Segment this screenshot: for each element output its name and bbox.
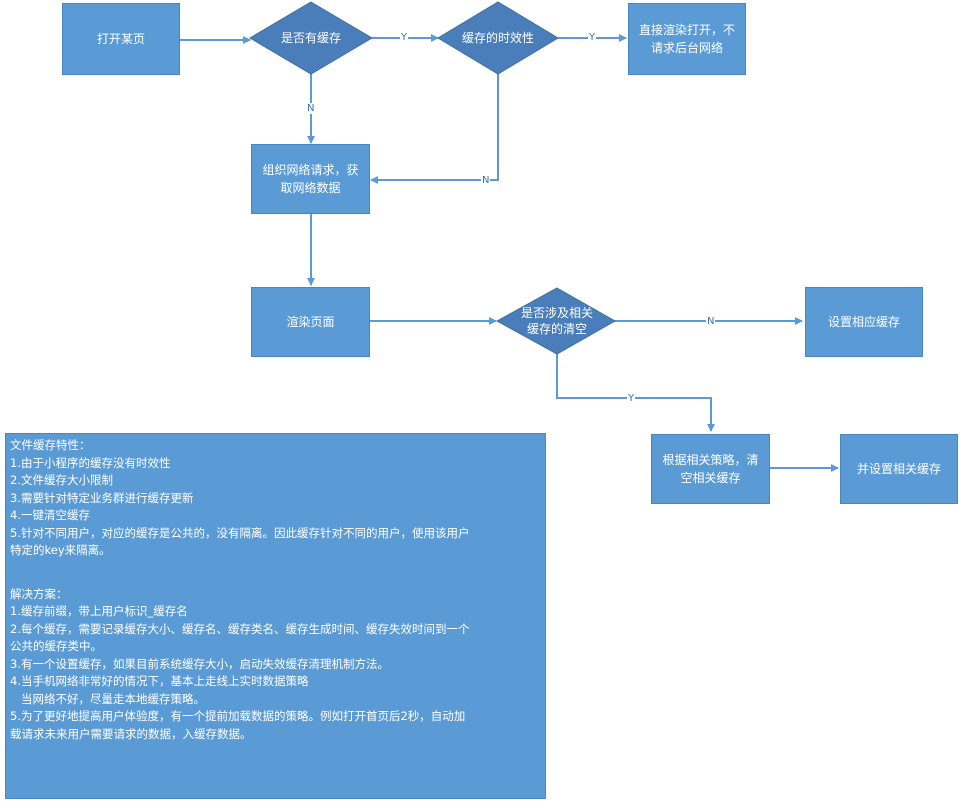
node-render-direct-label: 直接渲染打开，不 请求后台网络 [639, 21, 735, 57]
edge-valid-to-network [370, 73, 499, 184]
notes-panel: 文件缓存特性： 1.由于小程序的缓存没有时效性 2.文件缓存大小限制 3.需要针… [5, 433, 546, 799]
edge-label-clear-yes: Y [627, 393, 636, 404]
notes-feature-item: 5.针对不同用户，对应的缓存是公共的，没有隔离。因此缓存针对不同的用户，使用该用… [10, 525, 470, 540]
edge-label-valid-yes: Y [588, 32, 597, 43]
notes-feature-item: 2.文件缓存大小限制 [10, 473, 113, 487]
notes-spacer [10, 560, 541, 586]
decision-involve-clear-line1: 是否涉及相关 [520, 306, 593, 320]
notes-feature-item: 4.一键清空缓存 [10, 508, 90, 522]
notes-features-title: 文件缓存特性： [10, 438, 91, 452]
node-render-page: 渲染页面 [251, 287, 370, 357]
edge-clear-to-policy [556, 353, 715, 432]
notes-solution-item: 载请求未来用户需要请求的数据，入缓存数据。 [10, 726, 252, 741]
decision-has-cache-label: 是否有缓存 [280, 31, 341, 45]
node-render-direct: 直接渲染打开，不 请求后台网络 [628, 3, 746, 75]
notes-feature-item: 特定的key来隔离。 [10, 543, 111, 557]
node-render-direct-line1: 直接渲染打开，不 [638, 23, 735, 37]
notes-solution-item: 2.每个缓存，需要记录缓存大小、缓存名、缓存类名、缓存生成时间、缓存失效时间到一… [10, 621, 470, 636]
node-network-request: 组织网络请求，获 取网络数据 [251, 144, 370, 214]
node-set-cache-label: 设置相应缓存 [827, 315, 900, 329]
node-clear-by-policy: 根据相关策略，清 空相关缓存 [651, 434, 770, 504]
node-network-request-line1: 组织网络请求，获 [262, 163, 359, 177]
edge-label-hascache-yes: Y [400, 32, 409, 43]
node-clear-by-policy-label: 根据相关策略，清 空相关缓存 [662, 451, 758, 487]
node-network-request-line2: 取网络数据 [280, 181, 341, 195]
node-set-related-cache: 并设置相关缓存 [840, 434, 958, 504]
decision-involve-clear-line2: 缓存的清空 [526, 322, 587, 336]
notes-feature-item: 3.需要针对特定业务群进行缓存更新 [10, 490, 194, 505]
decision-cache-valid [437, 1, 559, 75]
node-open-page-label: 打开某页 [96, 32, 145, 46]
node-render-direct-line2: 请求后台网络 [650, 41, 723, 55]
decision-involve-clear-label: 是否涉及相关 缓存的清空 [500, 304, 614, 338]
edge-label-clear-no: N [706, 316, 716, 327]
notes-solution-item: 5.为了更好地提高用户体验度，有一个提前加载数据的策略。例如打开首页后2秒，自动… [10, 709, 466, 723]
notes-solution-item: 当网络不好，尽量走本地缓存策略。 [10, 691, 205, 706]
notes-solution-item: 1.缓存前缀，带上用户标识_缓存名 [10, 604, 188, 618]
edge-label-hascache-no: N [306, 103, 316, 114]
notes-solutions-title: 解决方案： [10, 586, 68, 601]
decision-involve-clear [495, 287, 617, 355]
node-network-request-label: 组织网络请求，获 取网络数据 [262, 161, 358, 197]
edge-label-valid-no: N [481, 175, 491, 186]
node-open-page: 打开某页 [62, 3, 180, 75]
decision-has-cache [249, 1, 373, 75]
notes-solution-item: 公共的缓存类中。 [10, 639, 102, 653]
notes-feature-item: 1.由于小程序的缓存没有时效性 [10, 455, 171, 470]
notes-solution-item: 4.当手机网络非常好的情况下，基本上走线上实时数据策略 [10, 674, 309, 688]
node-clear-by-policy-line1: 根据相关策略，清 [662, 453, 759, 467]
notes-solution-item: 3.有一个设置缓存，如果目前系统缓存大小，启动失效缓存清理机制方法。 [10, 656, 389, 671]
node-set-cache: 设置相应缓存 [805, 287, 923, 357]
decision-cache-valid-label: 缓存的时效性 [461, 31, 534, 45]
node-clear-by-policy-line2: 空相关缓存 [680, 471, 741, 485]
node-set-related-cache-label: 并设置相关缓存 [856, 462, 941, 476]
node-render-page-label: 渲染页面 [286, 315, 335, 329]
